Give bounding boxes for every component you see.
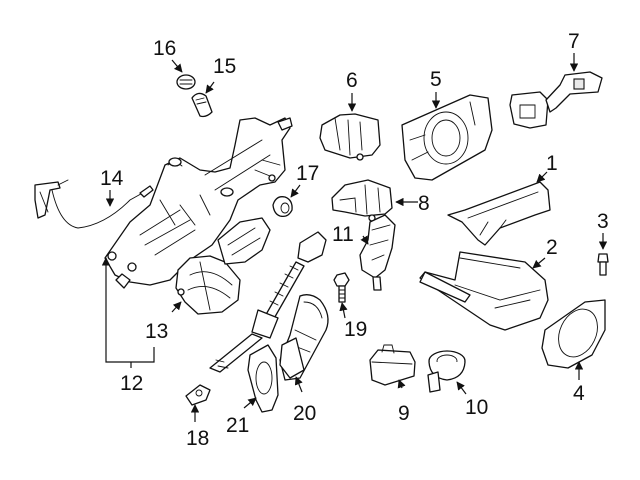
part-18-intermediate-shaft[interactable]	[185, 231, 327, 406]
callout-20: 20	[293, 402, 316, 425]
part-11-ignition-switch[interactable]	[359, 214, 396, 291]
part-2-lower-trim[interactable]	[419, 251, 549, 331]
callout-2: 2	[546, 236, 558, 259]
part-9-control-module[interactable]	[369, 344, 416, 386]
part-19-bolt[interactable]	[333, 272, 350, 303]
part-14-wire-harness[interactable]	[34, 179, 154, 229]
callout-19: 19	[344, 318, 367, 341]
callout-4: 4	[573, 382, 585, 405]
callout-8: 8	[418, 192, 430, 215]
callout-14: 14	[100, 167, 124, 190]
part-5-clockspring-housing[interactable]	[401, 94, 493, 181]
leader-lines	[101, 53, 608, 422]
part-15-lock-cylinder[interactable]	[191, 92, 213, 118]
part-7-stalk-switch[interactable]	[509, 71, 603, 129]
callout-9: 9	[398, 402, 410, 425]
part-4-bezel[interactable]	[541, 299, 606, 369]
callout-16: 16	[153, 37, 176, 60]
callout-11: 11	[332, 223, 354, 246]
callout-21: 21	[226, 414, 249, 437]
callout-13: 13	[145, 320, 168, 343]
callout-12: 12	[120, 372, 143, 395]
callout-18: 18	[186, 427, 209, 450]
part-10-antenna-ring[interactable]	[427, 350, 466, 393]
part-13-adjuster-motor[interactable]	[175, 217, 271, 315]
part-12-steering-column[interactable]	[104, 117, 293, 289]
part-6-switch[interactable]	[319, 113, 381, 161]
part-1-upper-trim[interactable]	[447, 181, 551, 246]
part-8-switch-module[interactable]	[331, 179, 393, 222]
callout-10: 10	[465, 396, 488, 419]
callout-6: 6	[346, 69, 358, 92]
part-21-seal-plate[interactable]	[247, 344, 279, 413]
callout-7: 7	[568, 30, 580, 53]
callout-17: 17	[296, 162, 319, 185]
part-16-cap[interactable]	[176, 74, 196, 90]
part-3-screw[interactable]	[597, 253, 609, 276]
callout-5: 5	[430, 68, 442, 91]
part-17-bushing[interactable]	[272, 196, 293, 218]
callout-3: 3	[597, 210, 609, 233]
callout-labels: 16 15 14 17 6 5 7 8 1 11 3 2 19 13 12 4 …	[100, 30, 609, 450]
callout-1: 1	[546, 152, 558, 175]
callout-15: 15	[213, 55, 236, 78]
part-20-boot[interactable]	[279, 294, 329, 381]
